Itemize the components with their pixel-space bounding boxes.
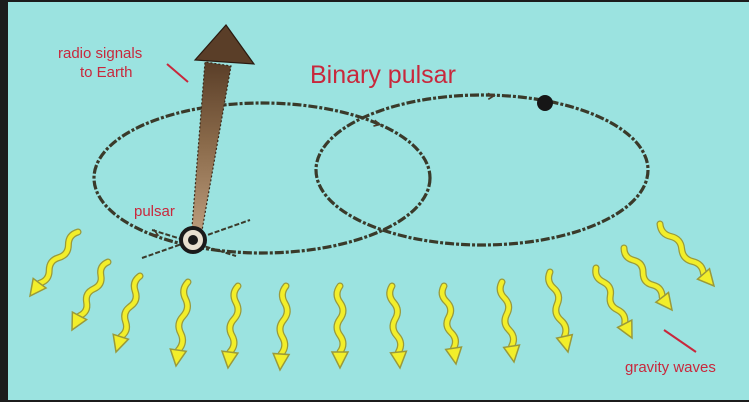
radio-signals-label-line1: radio signals xyxy=(58,45,142,62)
diagram-title: Binary pulsar xyxy=(310,61,456,89)
radio-signals-label-line2: to Earth xyxy=(80,64,133,81)
companion-star-icon xyxy=(537,95,553,111)
pulsar-label: pulsar xyxy=(134,203,175,220)
gravity-waves-label: gravity waves xyxy=(625,359,716,376)
